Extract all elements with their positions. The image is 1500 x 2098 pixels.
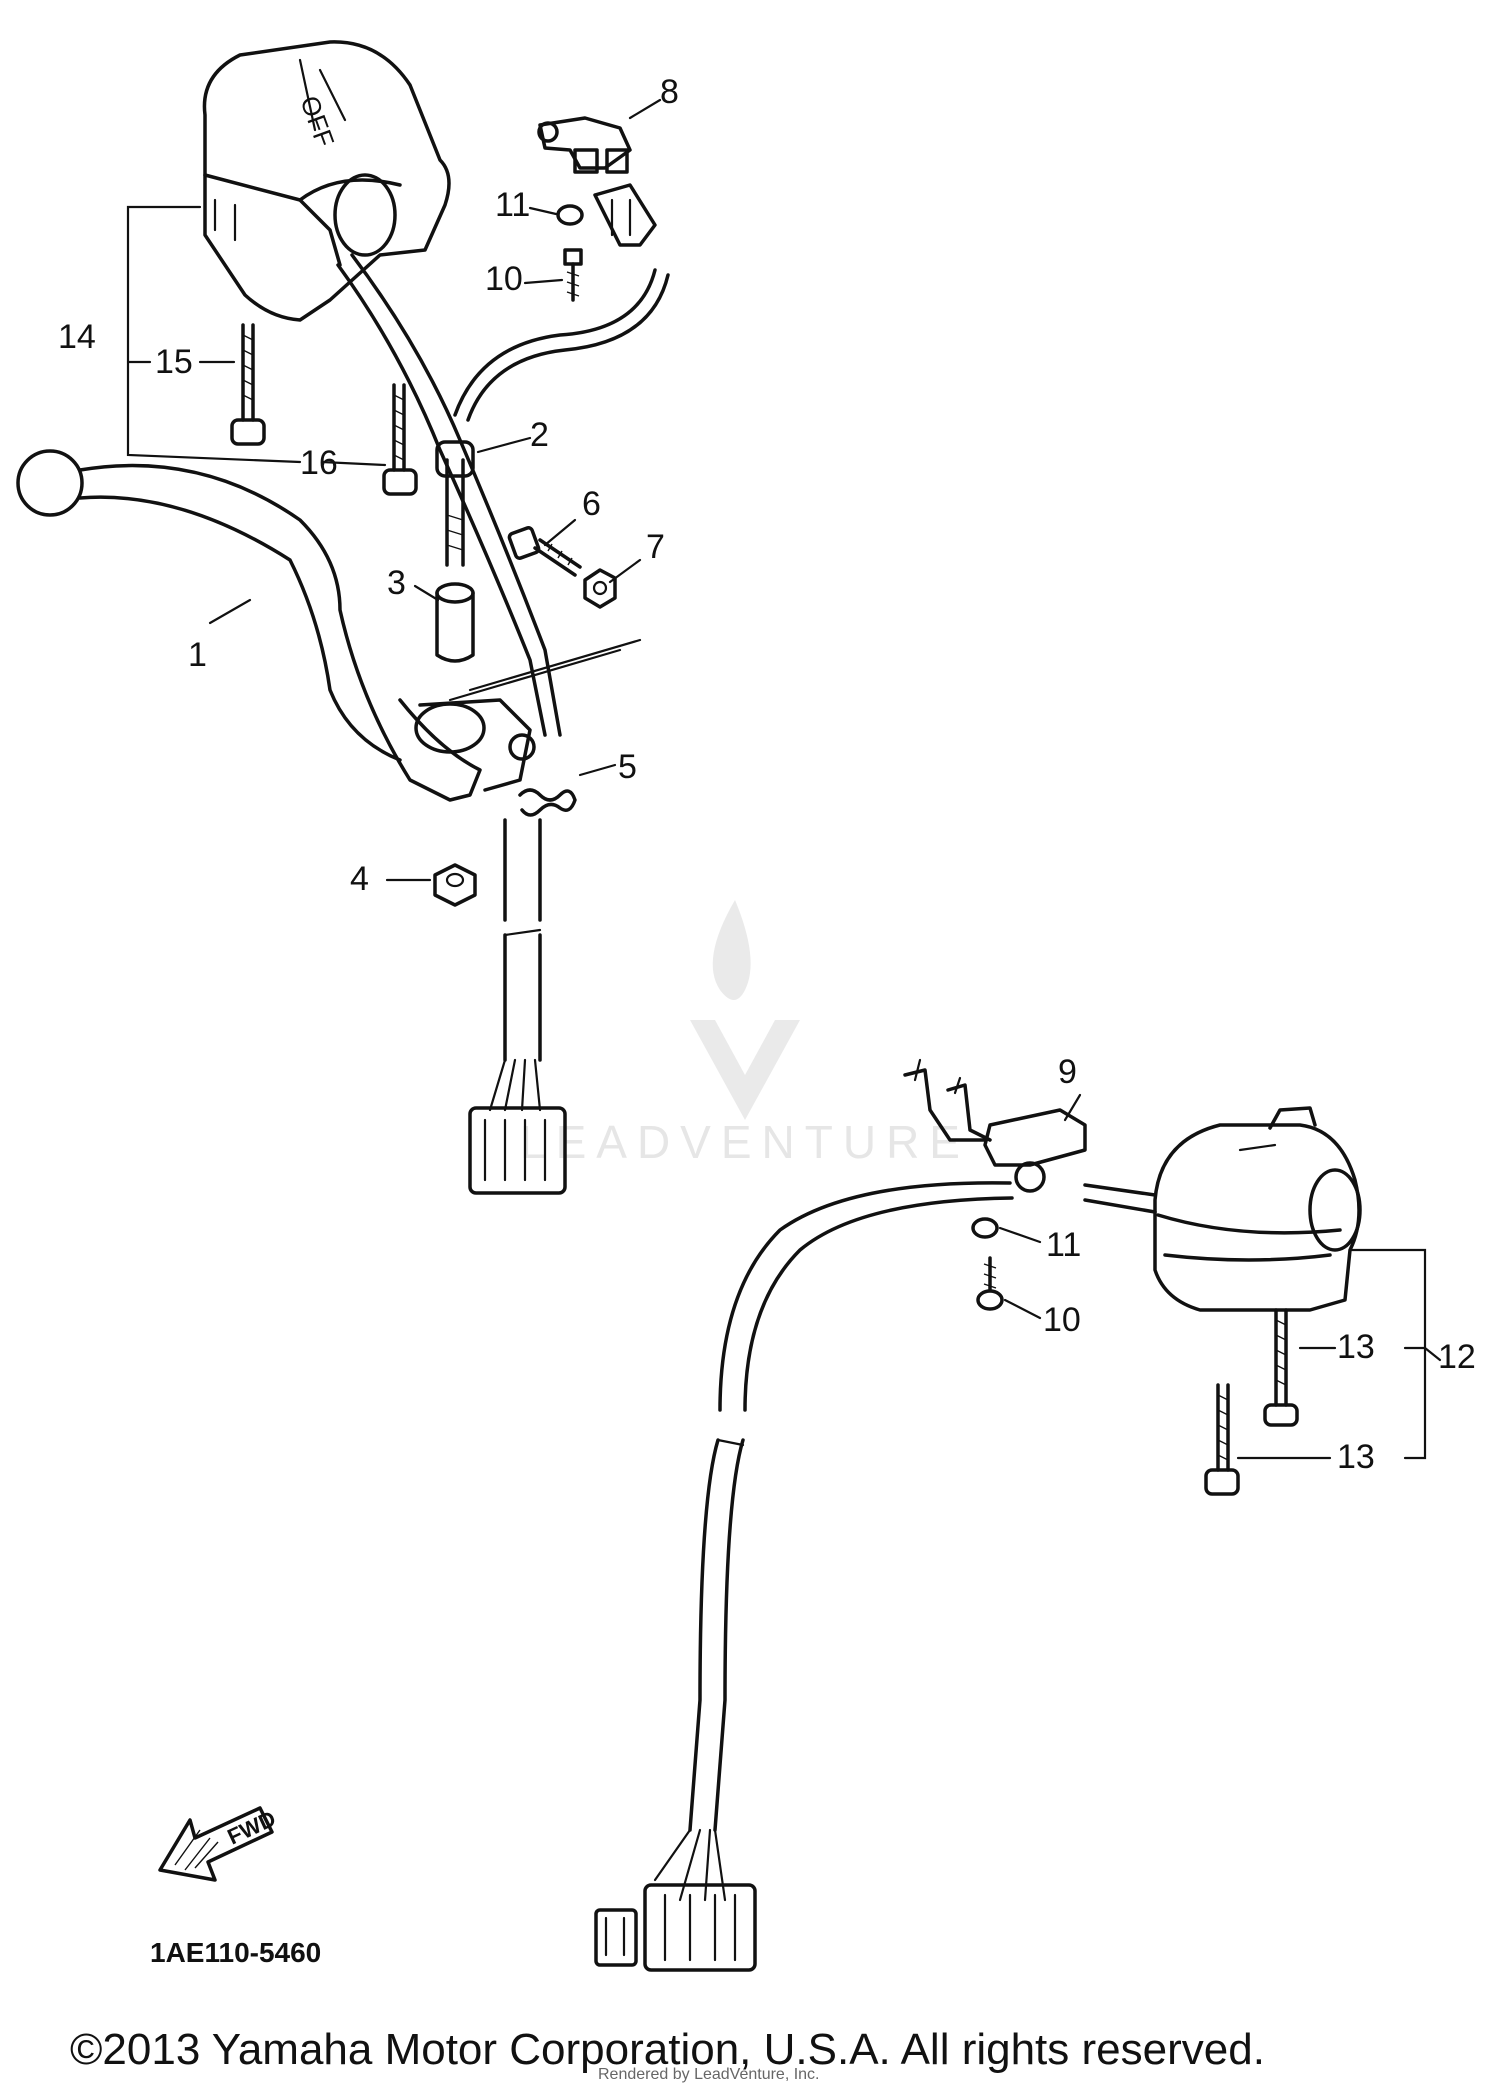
callout-10-upper: 10 bbox=[485, 260, 523, 298]
callout-15: 15 bbox=[155, 343, 193, 381]
callout-10-lower: 10 bbox=[1043, 1301, 1081, 1339]
front-brake-switch-9 bbox=[903, 1058, 1087, 1193]
watermark-logo bbox=[690, 900, 800, 1120]
collar-3 bbox=[435, 582, 475, 663]
forward-direction-arrow: FWD bbox=[158, 1806, 280, 1882]
callout-6: 6 bbox=[582, 485, 601, 523]
callout-16: 16 bbox=[300, 444, 338, 482]
nut-11-upper bbox=[556, 204, 584, 226]
callout-11-lower: 11 bbox=[1046, 1226, 1082, 1264]
render-credit: Rendered by LeadVenture, Inc. bbox=[598, 2066, 820, 2083]
callout-1: 1 bbox=[188, 636, 207, 674]
left-switch-housing: OFF bbox=[202, 40, 451, 322]
callout-bracket-12 bbox=[1236, 1248, 1442, 1460]
nut-7 bbox=[583, 568, 617, 609]
right-wiring-connector bbox=[594, 1828, 757, 1972]
right-switch-cable bbox=[688, 1181, 1157, 1832]
callout-2: 2 bbox=[530, 416, 549, 454]
spring-5 bbox=[518, 788, 577, 817]
screw-16 bbox=[382, 383, 418, 496]
callout-13-upper: 13 bbox=[1337, 1328, 1375, 1366]
screw-10-lower bbox=[976, 1256, 1004, 1311]
screw-13-lower bbox=[1204, 1383, 1240, 1496]
clutch-switch bbox=[537, 116, 657, 247]
pivot-bolt-2 bbox=[435, 440, 475, 567]
callout-8: 8 bbox=[660, 73, 679, 111]
copyright-notice: ©2013 Yamaha Motor Corporation, U.S.A. A… bbox=[70, 2025, 1265, 2074]
callout-12: 12 bbox=[1438, 1338, 1476, 1376]
svg-text:OFF: OFF bbox=[294, 92, 340, 151]
left-switch-cable bbox=[336, 253, 562, 737]
clutch-switch-lead bbox=[453, 268, 670, 422]
callout-9: 9 bbox=[1058, 1053, 1077, 1091]
nut-11-lower bbox=[971, 1217, 999, 1239]
screw-6 bbox=[507, 526, 582, 577]
callout-13-lower: 13 bbox=[1337, 1438, 1375, 1476]
callout-bracket-14 bbox=[126, 205, 387, 467]
callout-4: 4 bbox=[350, 860, 369, 898]
clutch-lever bbox=[16, 449, 642, 802]
nut-4 bbox=[433, 863, 477, 907]
diagram-code: 1AE110-5460 bbox=[150, 1937, 322, 1968]
callout-7: 7 bbox=[646, 528, 665, 566]
screw-10-upper bbox=[563, 248, 583, 302]
right-switch-housing bbox=[1153, 1106, 1362, 1312]
callout-5: 5 bbox=[618, 748, 637, 786]
callout-leaders bbox=[208, 98, 1082, 1320]
left-wiring-connector bbox=[468, 818, 567, 1195]
callout-11-upper: 11 bbox=[495, 186, 531, 224]
screw-15 bbox=[230, 323, 266, 446]
screw-13-upper bbox=[1263, 1308, 1299, 1427]
watermark-text: LEADVENTURE bbox=[520, 1116, 970, 1168]
callout-3: 3 bbox=[387, 564, 406, 602]
callout-14: 14 bbox=[58, 318, 96, 356]
